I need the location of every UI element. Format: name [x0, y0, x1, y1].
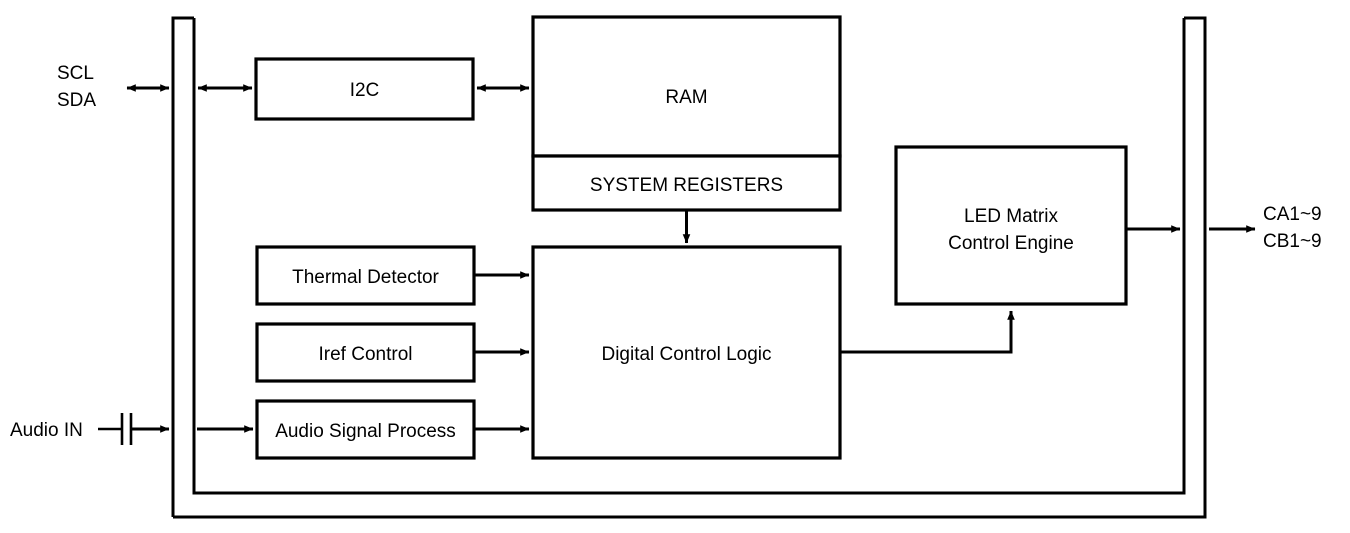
pin-label-sda: SDA — [57, 90, 96, 111]
block-audio-signal-process-label: Audio Signal Process — [275, 421, 456, 442]
chip-outer-boundary — [171, 16, 1207, 519]
block-digital-control-logic-label: Digital Control Logic — [601, 344, 771, 365]
block-ram-label: RAM — [665, 87, 707, 108]
chip-inner-boundary — [192, 18, 1186, 495]
pin-label-audio-in: Audio IN — [10, 420, 83, 441]
block-audio-signal-process[interactable]: Audio Signal Process — [255, 399, 476, 460]
pin-label-scl: SCL — [57, 63, 94, 84]
block-system-registers-label: SYSTEM REGISTERS — [590, 175, 783, 196]
block-digital-control-logic[interactable]: Digital Control Logic — [531, 245, 842, 460]
block-i2c-label: I2C — [350, 80, 380, 101]
block-led-matrix-control-engine[interactable]: LED Matrix Control Engine — [894, 145, 1128, 306]
pin-label-cb: CB1~9 — [1263, 231, 1322, 252]
block-thermal-detector-label: Thermal Detector — [292, 267, 439, 288]
wire-dcl-to-led-engine — [840, 310, 1015, 354]
block-i2c[interactable]: I2C — [254, 57, 475, 121]
block-iref-control-label: Iref Control — [319, 344, 413, 365]
block-iref-control[interactable]: Iref Control — [255, 322, 476, 383]
block-system-registers[interactable]: SYSTEM REGISTERS — [531, 154, 842, 212]
block-thermal-detector[interactable]: Thermal Detector — [255, 245, 476, 306]
pin-label-ca: CA1~9 — [1263, 204, 1322, 225]
block-led-engine-label-line1: LED Matrix — [964, 206, 1058, 227]
block-ram[interactable]: RAM — [531, 15, 842, 158]
block-led-engine-label-line2: Control Engine — [948, 233, 1074, 254]
